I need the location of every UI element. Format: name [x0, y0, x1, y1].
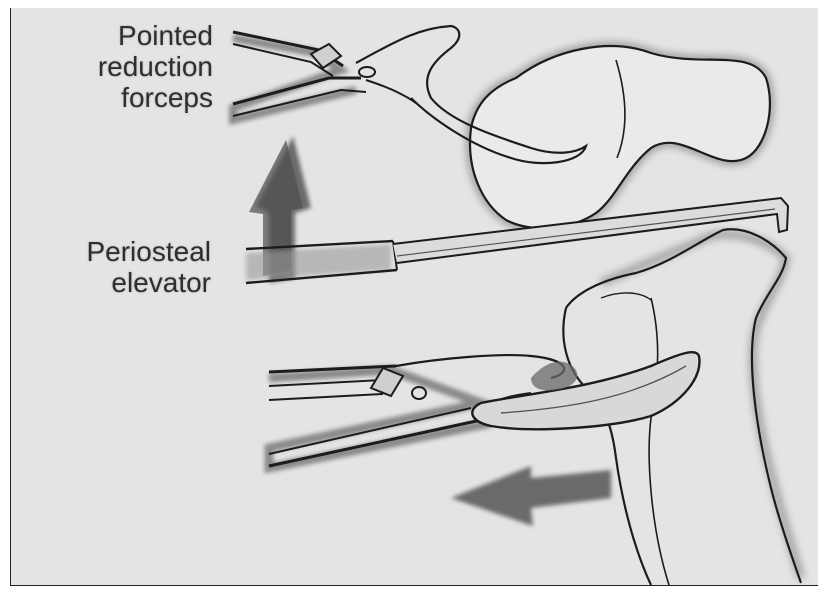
elevator-label-line1: Periosteal — [86, 236, 211, 267]
forceps-label: Pointed reduction forceps — [98, 20, 213, 113]
pivot-screw-icon — [359, 67, 375, 77]
upper-bone-fragment — [470, 46, 770, 228]
forceps-label-line1: Pointed — [98, 20, 213, 51]
drawing-frame: Pointed reduction forceps Periosteal ele… — [10, 8, 818, 586]
elevator-label-line2: elevator — [86, 267, 211, 298]
forceps-label-line3: forceps — [98, 82, 213, 113]
elevator-label: Periosteal elevator — [86, 236, 211, 298]
leftward-arrow-icon — [451, 466, 611, 526]
forceps-label-line2: reduction — [98, 51, 213, 82]
clamp-pivot-icon — [412, 387, 426, 399]
reduction-clamp — [269, 352, 699, 468]
